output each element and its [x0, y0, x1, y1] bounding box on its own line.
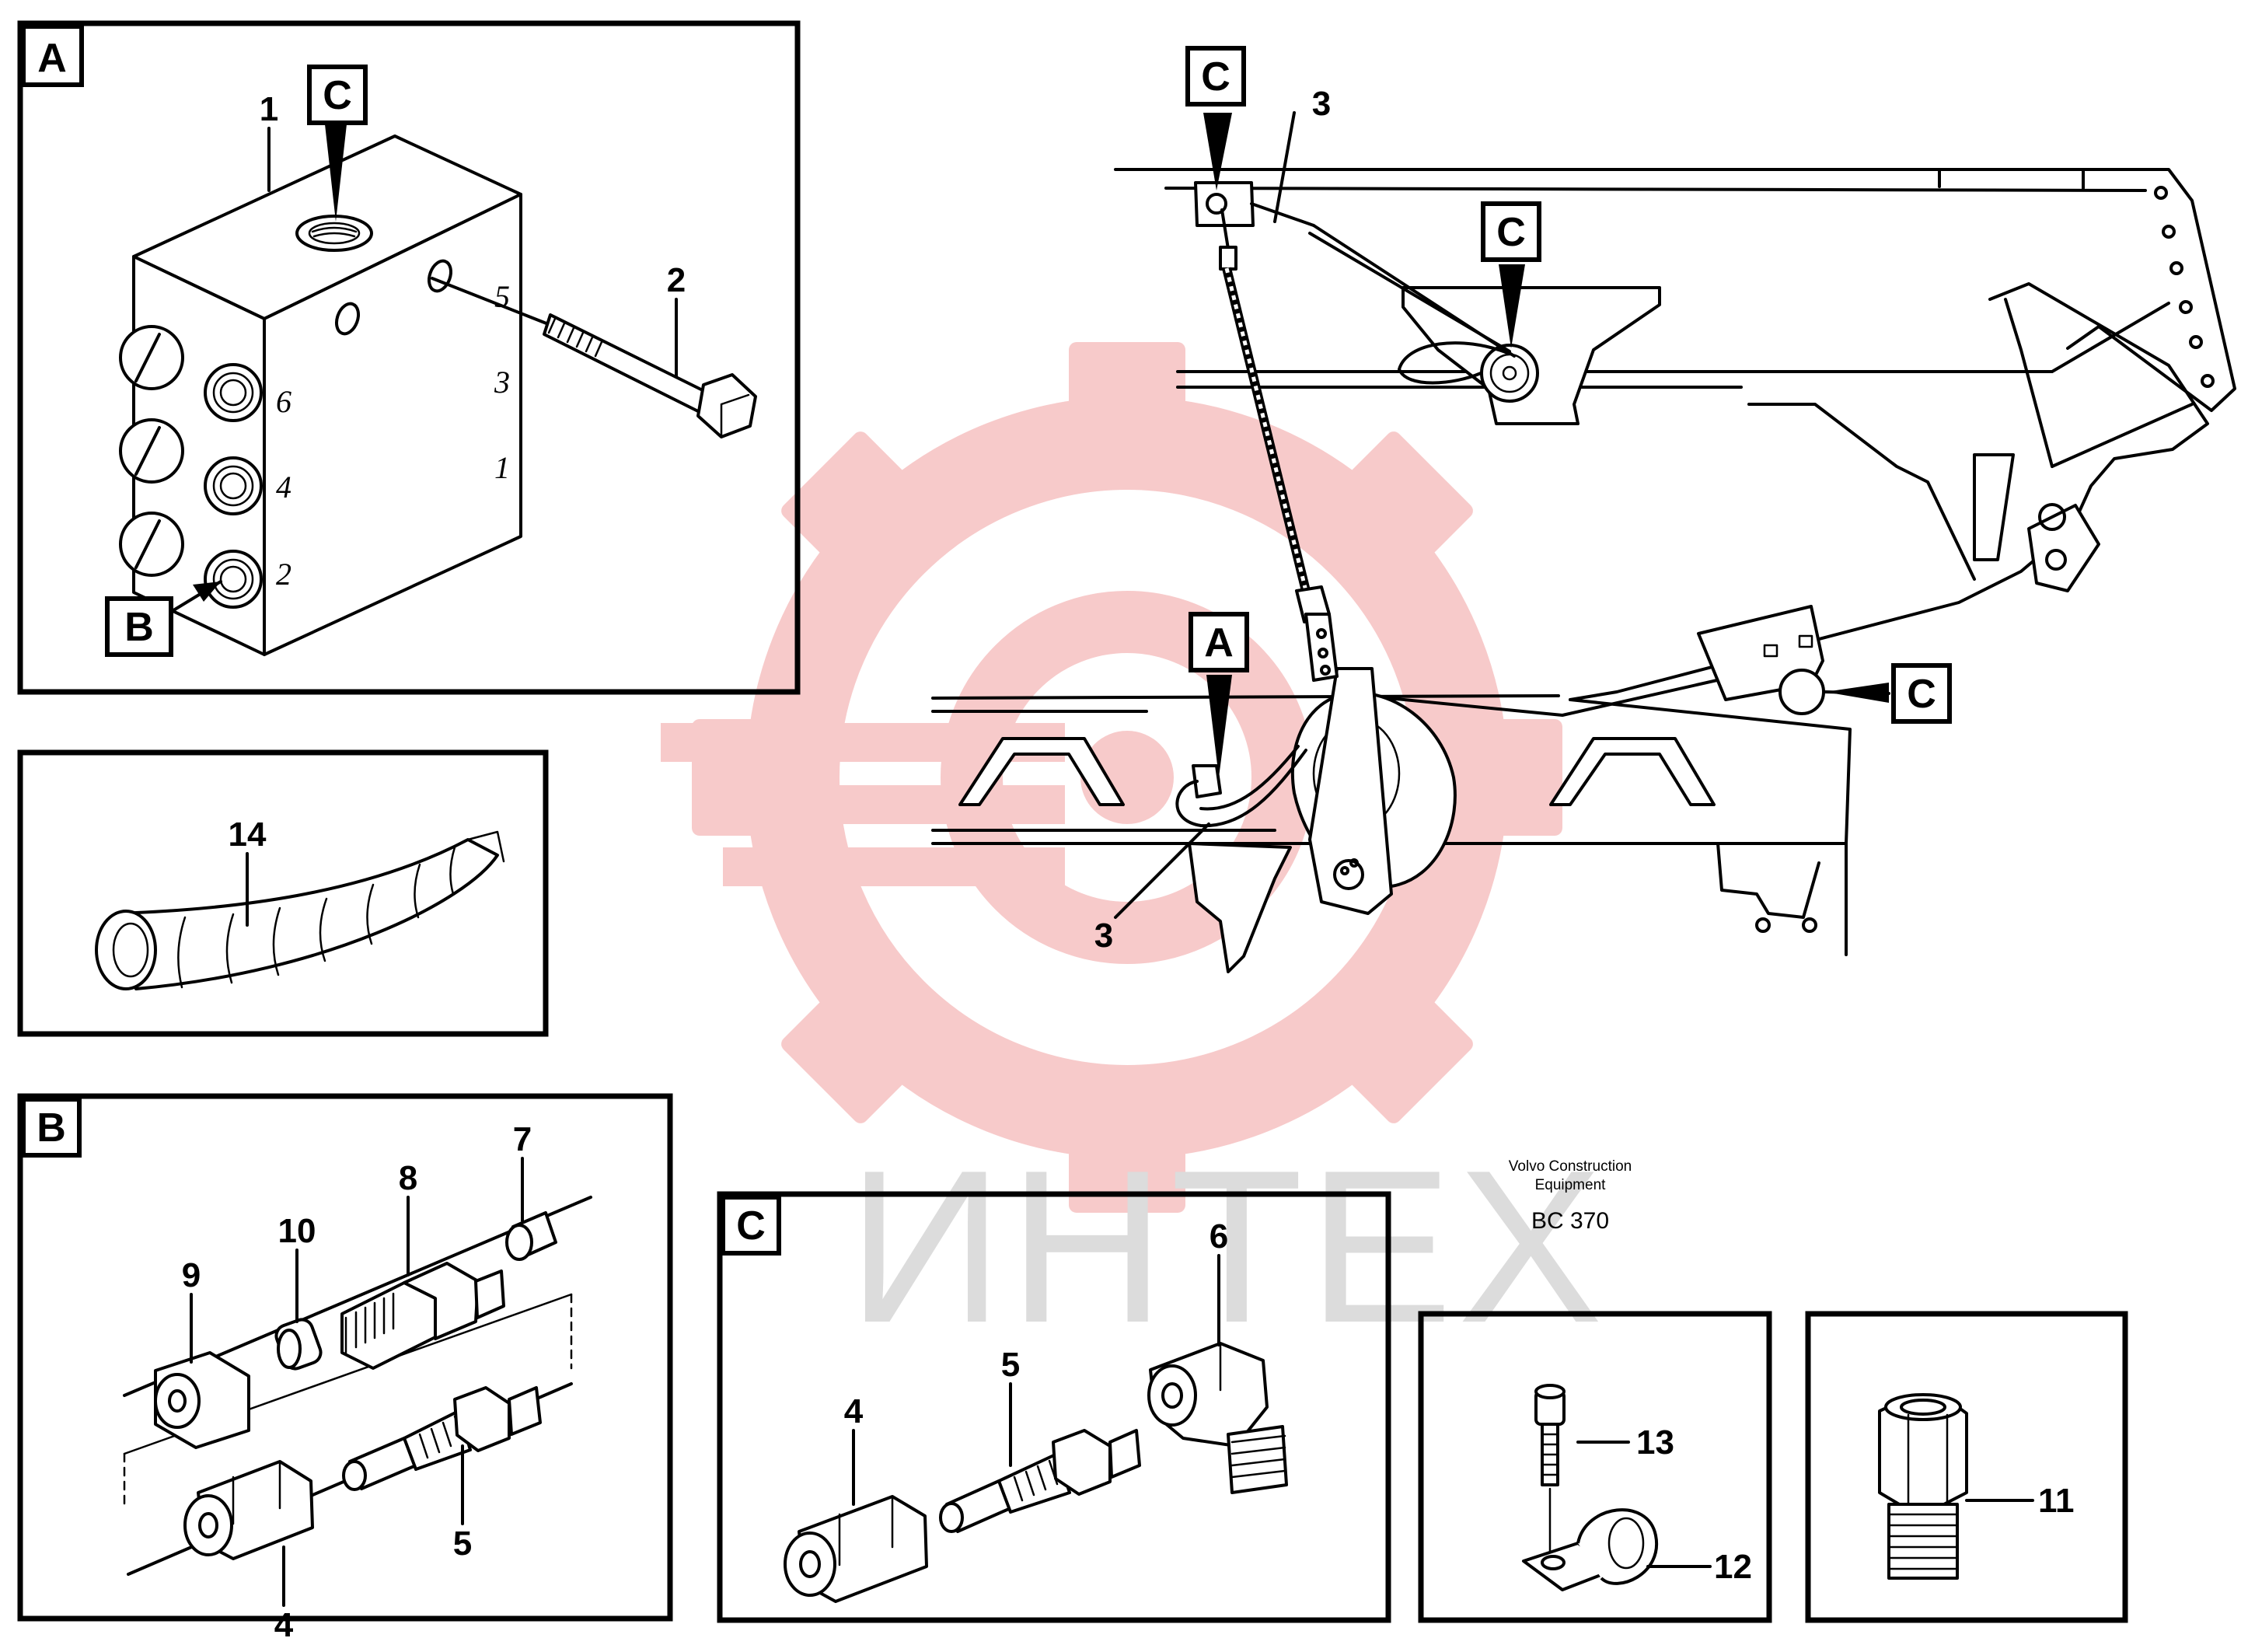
port-1-label: 1: [494, 450, 510, 485]
panel-b-tag-box: [21, 1097, 82, 1158]
panel-a-distribution-block: A 6 4 2 5: [17, 20, 801, 695]
connector-part-4-b: [183, 1460, 314, 1560]
screw-part-13: [1534, 1384, 1566, 1552]
main-callout-c-mid-box: [1481, 201, 1541, 262]
part-4-b-label: 4: [274, 1606, 294, 1644]
publisher-line-1: Volvo Construction: [1509, 1158, 1632, 1175]
part-3-top-label: 3: [1312, 85, 1331, 123]
bolt-part-2: [431, 277, 757, 438]
main-leaders: [1114, 111, 1890, 919]
part-8-label: 8: [399, 1159, 417, 1197]
cap-part-7: [505, 1211, 557, 1261]
panel-a-leaders: [166, 124, 678, 616]
panel-a-callout-c: C: [323, 73, 352, 118]
main-callout-c-mid: C: [1496, 210, 1526, 255]
part-10-label: 10: [278, 1212, 316, 1250]
port-6-label: 6: [276, 384, 291, 419]
panel-c-frame: [717, 1191, 1391, 1623]
panel-c-leaders: [852, 1254, 1220, 1506]
port-numbers: 6 4 2 5 3 1: [276, 279, 510, 592]
panel-hose-frame: [17, 749, 549, 1037]
part-2-label: 2: [667, 261, 686, 299]
port-4-label: 4: [276, 470, 291, 505]
watermark-logo: ИНТЕХ: [661, 342, 1607, 1368]
part-5-c-label: 5: [1001, 1346, 1020, 1384]
ring-part-10: [274, 1318, 323, 1371]
panel-a-tag-box: [21, 24, 84, 87]
panel-b-fittings: B: [17, 1093, 673, 1644]
panel-spiral-hose: 14: [17, 749, 549, 1037]
watermark-text: ИНТЕХ: [847, 1126, 1607, 1368]
part-11-label: 11: [2038, 1482, 2075, 1520]
main-callout-c-top-box: [1185, 46, 1246, 107]
panel-a-tag: A: [37, 36, 67, 81]
block-plugs: [119, 325, 263, 609]
part-4-c-label: 4: [844, 1392, 864, 1430]
main-callout-a: A: [1204, 620, 1234, 665]
distribution-block: [132, 134, 522, 656]
port-2-label: 2: [276, 557, 291, 592]
panel-c-fittings: C 4 5 6: [717, 1191, 1391, 1623]
panel-a-callout-c-box: [307, 65, 368, 125]
part-3-bottom-label: 3: [1094, 917, 1113, 955]
nipple-part-8: [340, 1262, 505, 1370]
nipple-part-5-b: [342, 1386, 542, 1491]
panel-a-frame: [17, 20, 801, 695]
main-callout-c-right-box: [1891, 663, 1952, 724]
panel-c-tag-box: [721, 1195, 781, 1256]
part-1-label: 1: [260, 90, 278, 128]
part-5-b-label: 5: [453, 1525, 472, 1563]
main-callout-a-box: [1189, 612, 1249, 672]
publisher-block: Volvo Construction Equipment BC 370: [1509, 1158, 1632, 1234]
panel-a-callout-b: B: [124, 605, 154, 650]
part-12-label: 12: [1714, 1548, 1752, 1586]
main-callout-c-right: C: [1907, 672, 1936, 717]
clamp-part-12: [1522, 1508, 1659, 1591]
part-13-label: 13: [1636, 1423, 1674, 1462]
model-number: BC 370: [1531, 1208, 1609, 1234]
part-6-label: 6: [1210, 1217, 1228, 1256]
nipple-part-5-c: [939, 1429, 1141, 1533]
panel-a-callout-b-box: [105, 596, 173, 657]
panel-b-tag: B: [37, 1105, 66, 1151]
panel-adapter-frame: [1805, 1311, 2128, 1623]
nut-part-9: [154, 1351, 250, 1449]
panel-b-frame: [17, 1093, 673, 1622]
connector-part-4-c: [784, 1495, 928, 1603]
panel-clamp-frame: [1418, 1311, 1772, 1623]
main-assembly-view: C C A C 3 3: [931, 46, 2236, 973]
part-7-label: 7: [513, 1120, 532, 1158]
panel-b-leaders: [190, 1157, 524, 1607]
main-callout-c-top: C: [1201, 54, 1230, 100]
elbow-part-6: [1147, 1342, 1288, 1494]
spiral-hose-part-14: [95, 830, 505, 990]
panel-clamp-leaders: [1576, 1441, 1712, 1568]
panel-c-tag: C: [736, 1203, 766, 1249]
publisher-line-2: Equipment: [1535, 1177, 1607, 1193]
part-9-label: 9: [182, 1256, 201, 1294]
part-14-label: 14: [229, 816, 267, 854]
watermark-gear-icon: [661, 342, 1562, 1213]
adapter-part-11: [1878, 1393, 1968, 1580]
panel-clamp: 13 12: [1418, 1311, 1772, 1623]
panel-adapter: 11: [1805, 1311, 2128, 1623]
port-3-label: 3: [494, 365, 510, 400]
